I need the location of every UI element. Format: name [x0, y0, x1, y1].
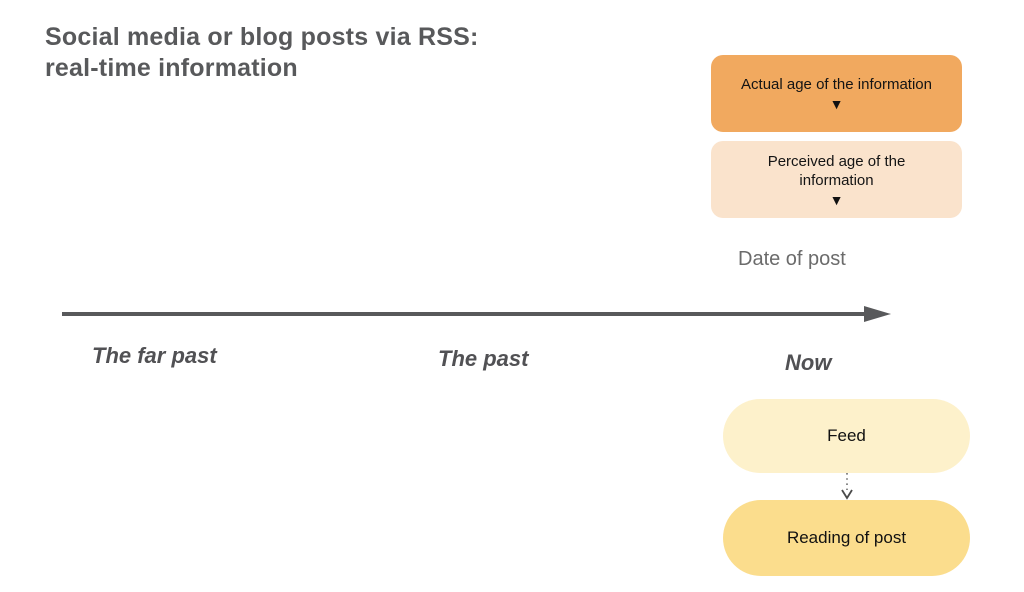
timeline-label-now: Now [785, 350, 832, 375]
slide-title: Social media or blog posts via RSS: real-… [45, 22, 479, 84]
slide-title-line-2: real-time information [45, 54, 298, 82]
actual-age-label: Actual age of the information [741, 76, 932, 93]
down-triangle-icon: ▼ [829, 96, 844, 112]
feed-box: Feed [723, 399, 970, 473]
perceived-age-label: Perceived age of the information [767, 152, 906, 189]
feed-label: Feed [827, 426, 866, 445]
down-triangle-icon: ▼ [829, 191, 844, 208]
dotted-down-arrow-icon [841, 473, 853, 500]
timeline-line [62, 312, 866, 316]
timeline-arrowhead-icon [864, 306, 891, 322]
timeline-label-past: The past [438, 346, 529, 371]
date-of-post-label: Date of post [738, 248, 846, 270]
actual-age-box: Actual age of the information ▼ [711, 55, 962, 132]
slide-title-line-1: Social media or blog posts via RSS: [45, 23, 479, 51]
reading-of-post-label: Reading of post [786, 528, 907, 547]
timeline-label-far-past: The far past [92, 343, 217, 368]
perceived-age-box: Perceived age of the information ▼ [711, 141, 962, 218]
reading-of-post-box: Reading of post [723, 500, 970, 576]
